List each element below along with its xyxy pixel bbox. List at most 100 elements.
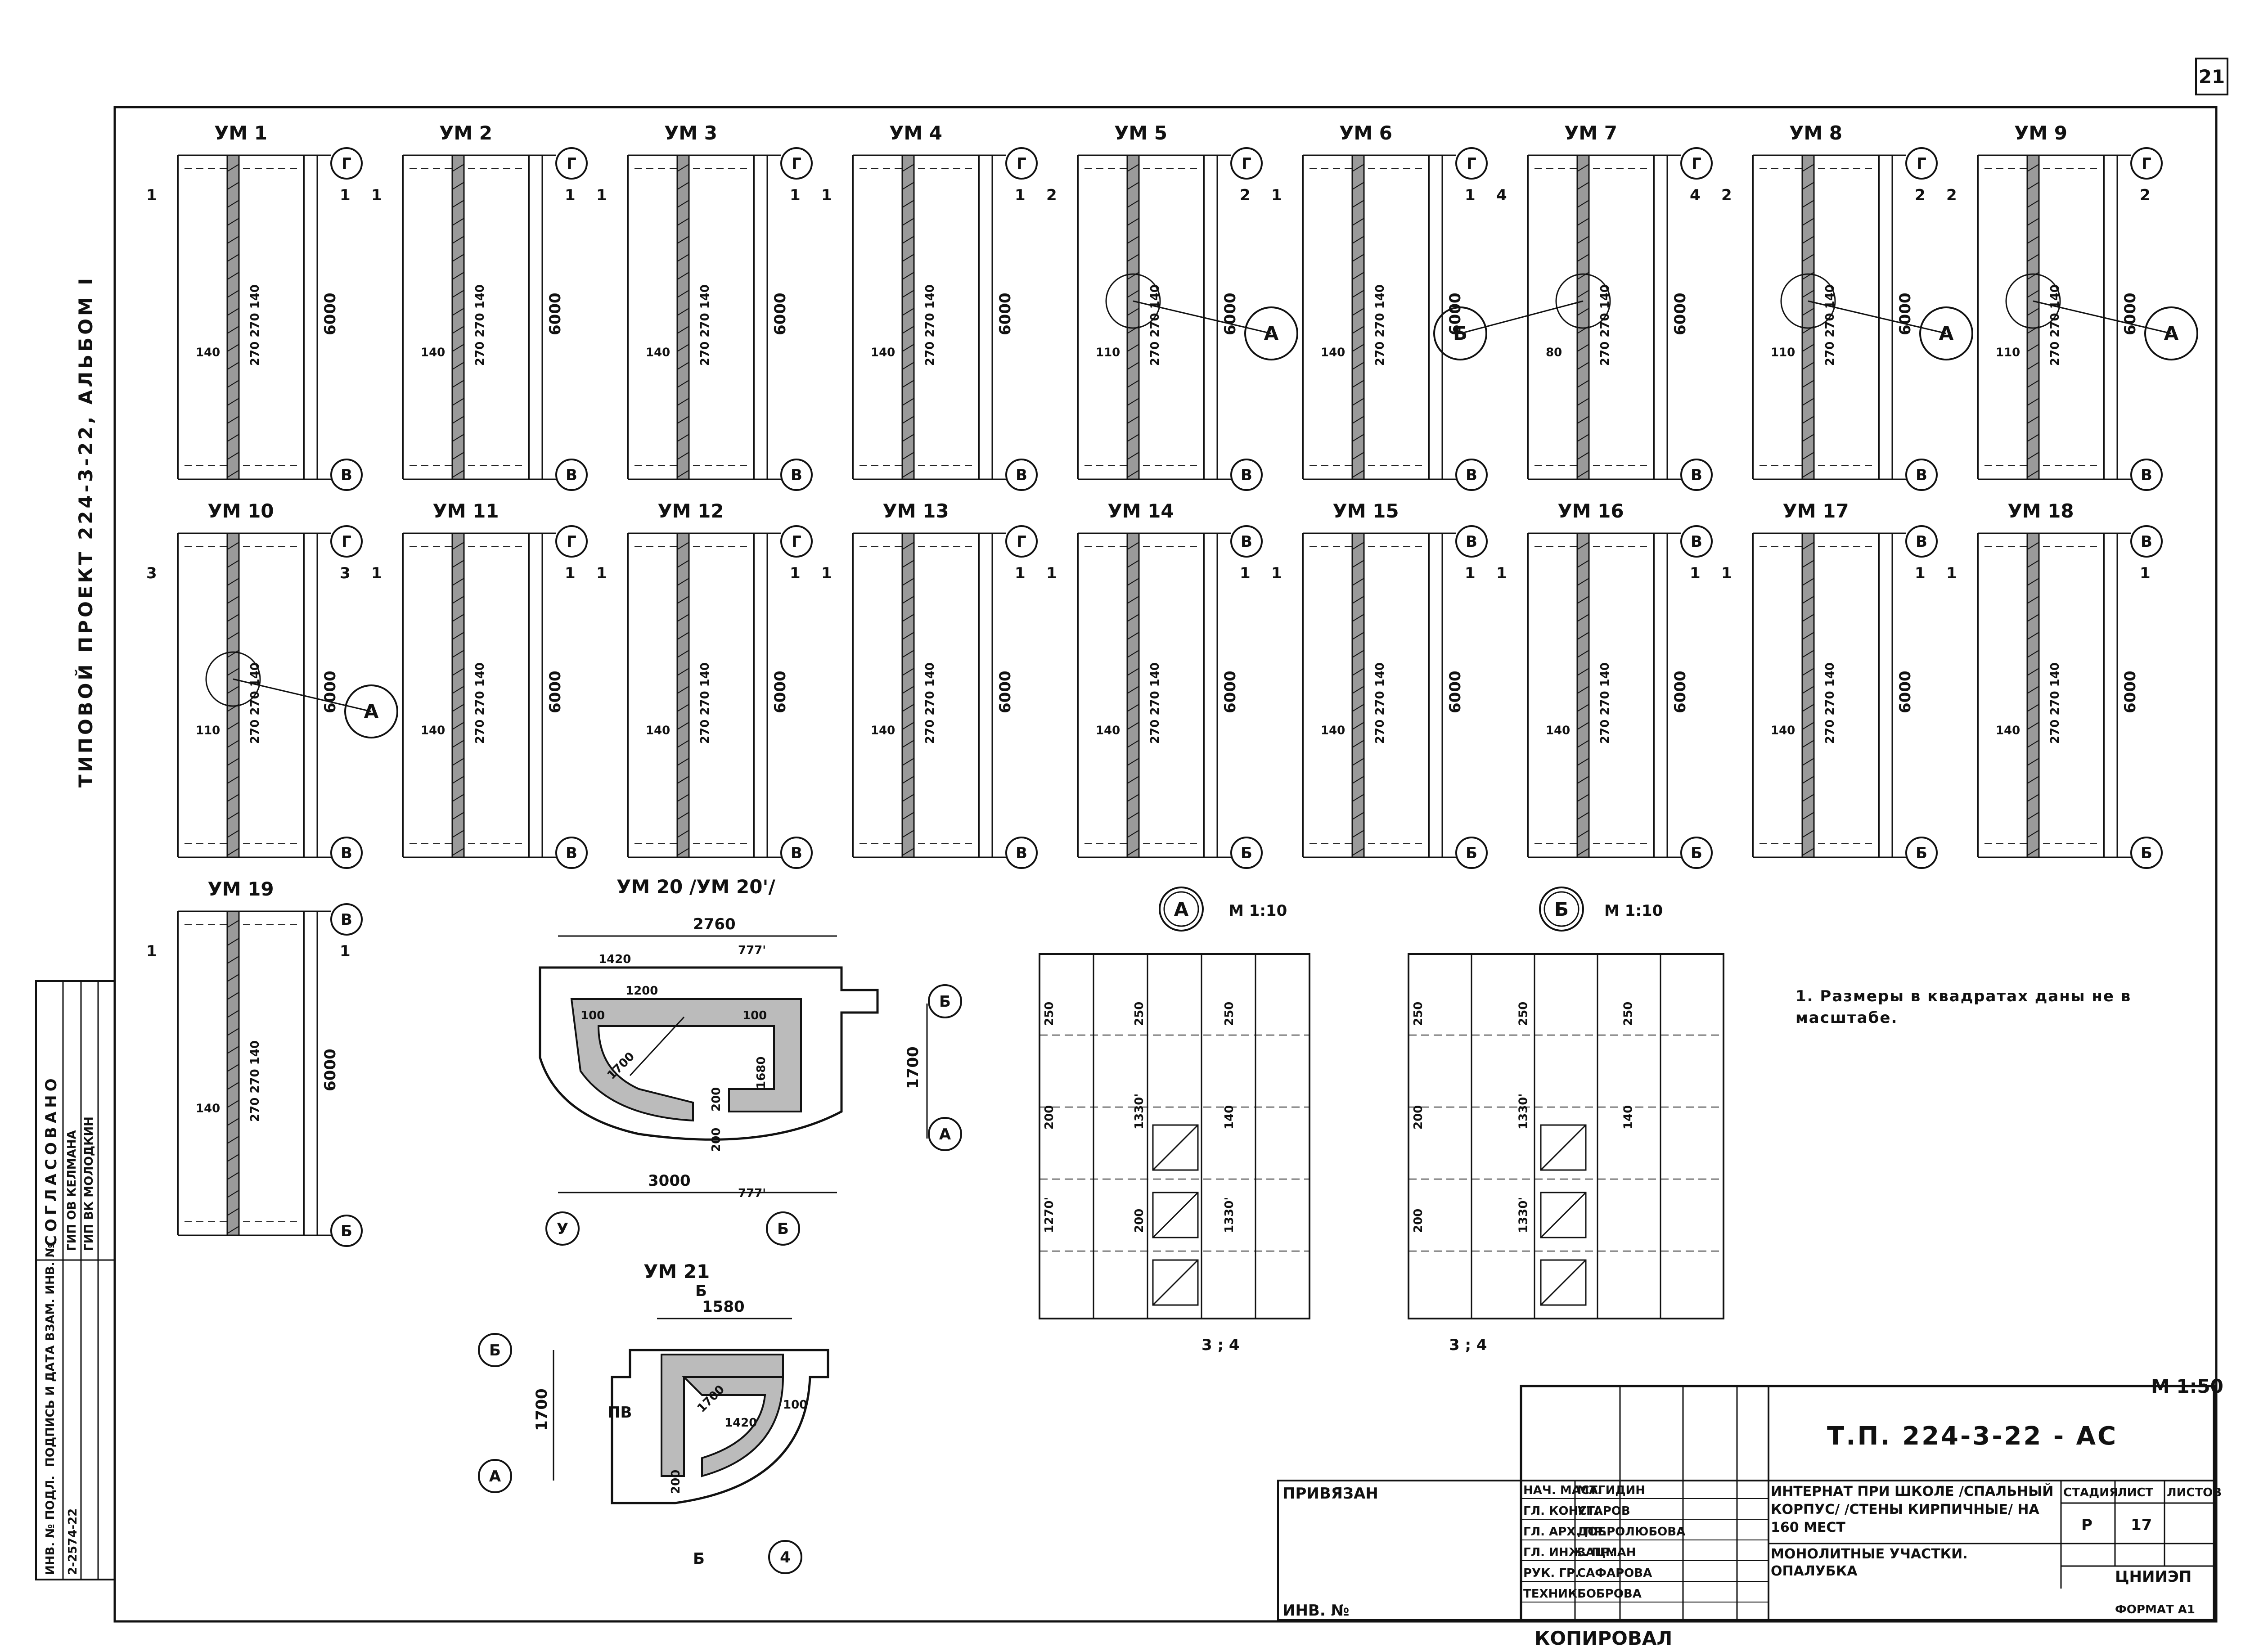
panel-wall-hatch [452, 722, 464, 730]
panel-callout-circle [1105, 273, 1161, 329]
panel-wall-column [451, 532, 465, 858]
panel-wall-hatch [227, 1046, 239, 1054]
panel-wall-hatch [2027, 704, 2039, 712]
panel-axis-top [780, 525, 813, 558]
inv-col-2: ПОДПИСЬ И ДАТА [44, 1346, 57, 1467]
panel-axis-bottom [1455, 837, 1488, 869]
panel-wall-hatch [452, 434, 464, 442]
panel-axis-top-label: Г [792, 533, 801, 551]
panel-wall-hatch [1802, 308, 1814, 316]
panel-wall-hatch [1352, 416, 1364, 424]
panel-title: УМ 8 [1789, 122, 1842, 144]
panel-axis-bottom-label: В [1016, 466, 1027, 484]
panel-axis-bottom [780, 837, 813, 869]
panel-height-value: 6000 [1671, 293, 1689, 335]
panel-wall-hatch [1352, 290, 1364, 298]
inv-col-1: ИНВ. № ПОДЛ. [44, 1476, 57, 1575]
panel-wall-hatch [1127, 182, 1139, 190]
panel-wall-hatch [227, 164, 239, 172]
org-name: ЦНИИЭП [2115, 1568, 2192, 1586]
detail-b-scale: М 1:10 [1604, 902, 1663, 920]
um21-axis-left-top-label: Б [489, 1341, 501, 1359]
panel-wall-hatch [1127, 686, 1139, 694]
panel-callout-circle [2005, 273, 2061, 329]
panel-section-mark-left: 4 [1496, 186, 1507, 204]
panel-wall-hatch [452, 344, 464, 352]
panel-wall-hatch [1577, 758, 1589, 766]
panel-height-value: 6000 [771, 293, 789, 335]
detail-dim: 250 [1516, 1002, 1530, 1026]
panel-course-dims: 270 270 140 [1148, 662, 1162, 744]
panel-title: УМ 3 [664, 122, 717, 144]
panel-wall-dim: 140 [1096, 724, 1120, 737]
um20-dim-h-inner: 1680 [755, 1057, 768, 1089]
panel-wall-hatch [452, 164, 464, 172]
panel-wall-hatch [2027, 254, 2039, 262]
panel-wall-hatch [2027, 218, 2039, 226]
panel-height-value: 6000 [1446, 671, 1464, 713]
panel-wall-hatch [677, 632, 689, 640]
panel-wall-hatch [1577, 776, 1589, 784]
panel-height-value: 6000 [1221, 671, 1239, 713]
panel-wall-hatch [1802, 560, 1814, 568]
panel-wall-column [676, 154, 690, 480]
detail-dim: 1330' [1223, 1197, 1236, 1233]
panel-callout-circle [205, 651, 261, 707]
panel-wall-hatch [1352, 236, 1364, 244]
panel-wall-hatch [2027, 308, 2039, 316]
panel-wall-hatch [677, 614, 689, 622]
panel-wall-dim: 110 [1771, 346, 1795, 359]
um20-axis-left-bottom-label: У [557, 1220, 568, 1238]
panel-axis-bottom-label: В [1466, 466, 1477, 484]
um20-dim-b: 100 [742, 1009, 767, 1022]
panel-wall-hatch [902, 668, 914, 676]
panel-callout-label: А [2164, 322, 2179, 344]
stage-label: СТАДИЯ [2063, 1486, 2118, 1499]
panel-wall-hatch [227, 776, 239, 784]
um21-dim-height: 1700 [533, 1388, 551, 1431]
role-title: ТЕХНИК [1523, 1587, 1577, 1601]
panel-axis-top-label: Г [567, 155, 576, 173]
panel-section-mark-right: 1 [790, 186, 801, 204]
detail-dim: 200 [1412, 1209, 1425, 1233]
panel-wall-hatch [1802, 830, 1814, 838]
panel-wall-hatch [1577, 218, 1589, 226]
panel-wall-dim: 110 [1096, 346, 1120, 359]
panel-wall-hatch [2027, 416, 2039, 424]
panel-height-value: 6000 [1896, 671, 1914, 713]
panel-wall-hatch [1127, 848, 1139, 856]
panel-wall-hatch [902, 578, 914, 586]
panel-wall-hatch [1577, 614, 1589, 622]
panel-wall-hatch [452, 794, 464, 802]
panel-section-mark-right: 4 [1690, 186, 1701, 204]
panel-wall-hatch [677, 218, 689, 226]
panel-section-mark-right: 2 [2140, 186, 2151, 204]
panel-wall-hatch [2027, 362, 2039, 370]
panel-wall-hatch [1352, 650, 1364, 658]
detail-a-body [1039, 953, 1310, 1319]
panel-wall-hatch [227, 308, 239, 316]
panel-wall-hatch [1577, 380, 1589, 388]
detail-insert-diag [1152, 1124, 1199, 1171]
panel-wall-hatch [1577, 560, 1589, 568]
panel-title: УМ 17 [1782, 500, 1849, 522]
panel-axis-bottom-label: Б [1916, 844, 1927, 862]
panel-wall-hatch [452, 740, 464, 748]
panel-wall-hatch [902, 182, 914, 190]
um20-dim-bottom-value: 3000 [648, 1172, 691, 1190]
panel-wall-hatch [2027, 686, 2039, 694]
detail-dim: 200 [1043, 1105, 1056, 1130]
panel-title: УМ 9 [2014, 122, 2067, 144]
panel-wall-hatch [1802, 722, 1814, 730]
panel-wall-hatch [677, 200, 689, 208]
um20-hatch-wall [570, 998, 802, 1122]
panel-wall-hatch [902, 560, 914, 568]
panel-wall-dim: 110 [1996, 346, 2020, 359]
panel-section-mark-left: 1 [596, 564, 607, 582]
um20-dim-inner2: 1200 [626, 984, 658, 998]
panel-wall-hatch [227, 182, 239, 190]
panel-wall-hatch [2027, 236, 2039, 244]
panel-wall-hatch [1577, 398, 1589, 406]
